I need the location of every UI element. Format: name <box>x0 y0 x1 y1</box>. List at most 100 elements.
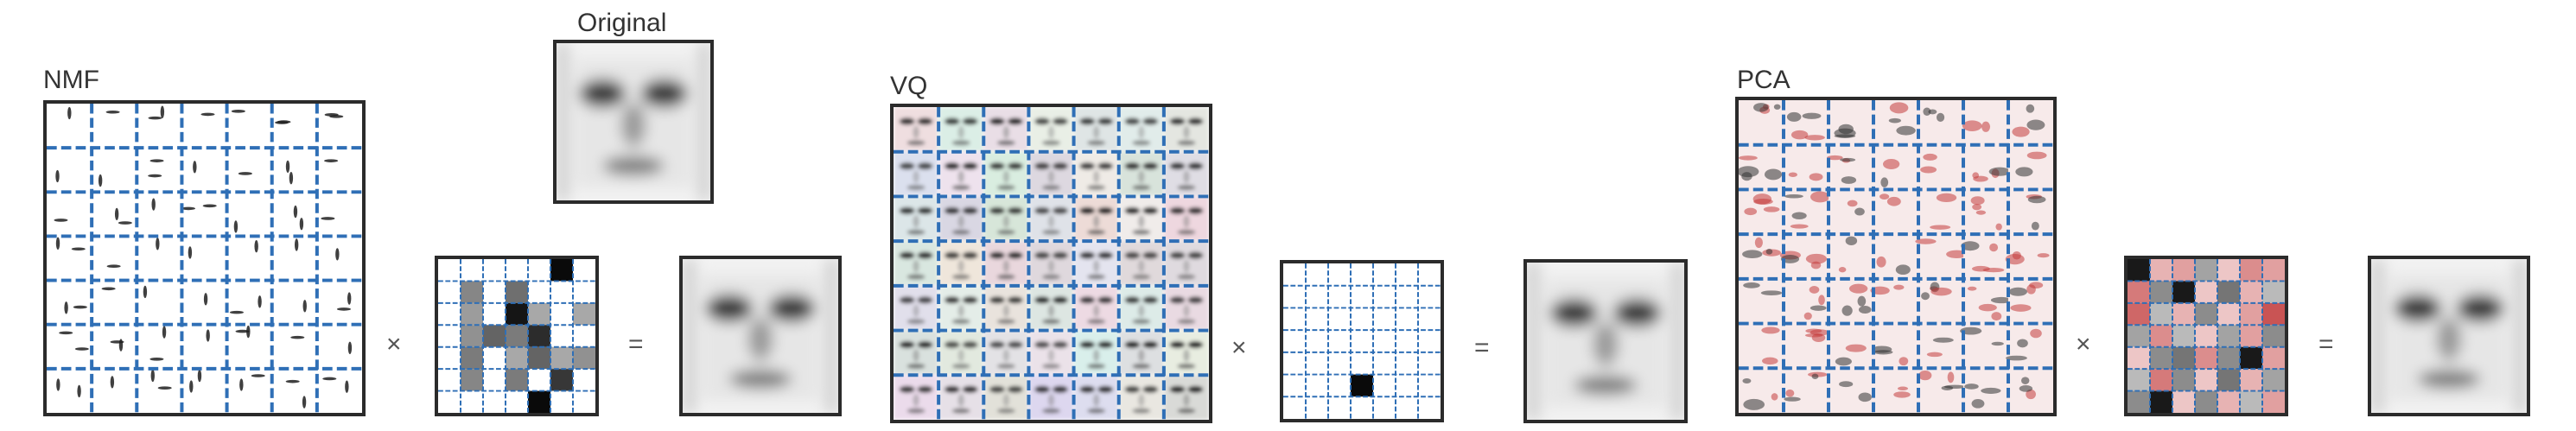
face-nose <box>1593 322 1619 367</box>
right-eye <box>1142 206 1159 215</box>
left-eye <box>1169 117 1186 125</box>
encoding-cell <box>573 325 595 347</box>
basis-face <box>894 151 939 197</box>
left-eye <box>1034 251 1050 259</box>
face-mouth <box>2418 370 2480 389</box>
eigenface-feature <box>1784 193 1803 199</box>
face-left-edge <box>557 43 569 200</box>
encoding-cell <box>2262 259 2285 282</box>
nose <box>1092 349 1100 362</box>
encoding-cell <box>2150 325 2172 347</box>
basis-face <box>938 241 984 286</box>
basis-part <box>55 169 60 183</box>
encoding-cell <box>2262 325 2285 347</box>
encoding-cell <box>461 390 483 413</box>
face-nose <box>620 103 646 148</box>
left-eye <box>1034 117 1050 125</box>
right-eye <box>1053 162 1068 170</box>
right-eye <box>1097 296 1113 304</box>
basis-part <box>98 174 103 187</box>
encoding-cell <box>2217 390 2240 413</box>
nmf-encoding-grid <box>435 256 599 416</box>
eigenface-feature <box>1960 326 1982 335</box>
nose <box>1138 394 1145 407</box>
eigenface-feature <box>1930 225 1951 230</box>
right-eye <box>1007 385 1023 393</box>
encoding-cell <box>2217 281 2240 303</box>
eigenface-feature <box>2027 195 2046 204</box>
encoding-cell <box>483 259 506 282</box>
mouth <box>1042 363 1060 370</box>
eigenface-feature <box>1973 175 1988 182</box>
eigenface-feature <box>1870 286 1890 295</box>
left-eye <box>1079 340 1096 349</box>
left-eye <box>1169 162 1186 170</box>
eigenface-feature <box>1880 193 1890 200</box>
nose <box>1138 125 1145 139</box>
basis-face <box>983 107 1029 152</box>
basis-part <box>143 285 148 299</box>
left-eye <box>944 296 960 304</box>
mouth <box>1087 363 1106 370</box>
eigenface-feature <box>1961 241 1980 251</box>
eigenface-background <box>1873 368 1918 413</box>
left-eye <box>1034 206 1050 215</box>
basis-part <box>277 120 291 124</box>
eigenface-feature <box>2010 304 2032 312</box>
basis-face <box>938 196 984 242</box>
encoding-cell <box>1306 307 1328 331</box>
eigenface-feature <box>1809 286 1820 294</box>
encoding-cell <box>438 259 461 282</box>
encoding-cell <box>2240 369 2262 391</box>
mouth <box>1177 363 1196 370</box>
eigenface-feature <box>1790 130 1809 140</box>
basis-part <box>157 386 172 390</box>
eigenface-feature <box>1978 303 1997 312</box>
encoding-cell <box>2128 346 2150 370</box>
eigenface-feature <box>1893 391 1911 398</box>
eigenface-feature <box>1741 172 1752 181</box>
encoding-cell <box>1373 285 1396 308</box>
encoding-cell <box>2172 346 2195 370</box>
vq-encoding-grid <box>1280 260 1444 422</box>
nose <box>1047 259 1055 273</box>
face-left-edge <box>2371 259 2384 413</box>
eigenface-feature <box>1895 264 1911 276</box>
basis-part <box>329 115 344 118</box>
eigenface-feature <box>2012 126 2030 137</box>
encoding-cell <box>528 302 550 326</box>
left-eye <box>944 117 960 125</box>
eigenface-feature <box>1743 398 1765 410</box>
pca-encoding-grid <box>2124 256 2288 416</box>
nose <box>913 304 919 318</box>
left-eye <box>1169 340 1186 349</box>
eigenface-feature <box>1857 295 1867 307</box>
basis-face <box>1073 151 1119 197</box>
basis-part <box>193 161 197 174</box>
left-eye <box>899 162 915 170</box>
basis-face <box>1073 196 1119 242</box>
mouth <box>1177 274 1196 280</box>
eigenface-feature <box>1773 104 1781 110</box>
basis-part <box>71 247 86 251</box>
pca-reconstruction <box>2368 256 2530 416</box>
left-eye <box>1124 162 1141 170</box>
vq-reconstruction-image <box>1527 263 1684 420</box>
vq-equals-symbol: = <box>1474 333 1490 362</box>
eigenface-feature <box>1876 256 1886 268</box>
mouth <box>1087 408 1106 414</box>
left-eye <box>1079 296 1096 304</box>
right-eye <box>962 296 978 304</box>
face-shading <box>1527 263 1684 420</box>
right-eye <box>1053 296 1068 304</box>
mouth <box>951 274 970 280</box>
face-right-edge <box>697 43 710 200</box>
eigenface-feature <box>1970 196 1985 206</box>
eigenface-feature <box>1947 371 1955 383</box>
eigenface-feature <box>1964 383 1979 390</box>
encoding-cell <box>2240 281 2262 303</box>
encoding-cell <box>1351 307 1373 331</box>
encoding-cell <box>2172 281 2195 303</box>
eigenface-feature <box>1805 333 1823 338</box>
left-eye <box>1079 117 1096 125</box>
